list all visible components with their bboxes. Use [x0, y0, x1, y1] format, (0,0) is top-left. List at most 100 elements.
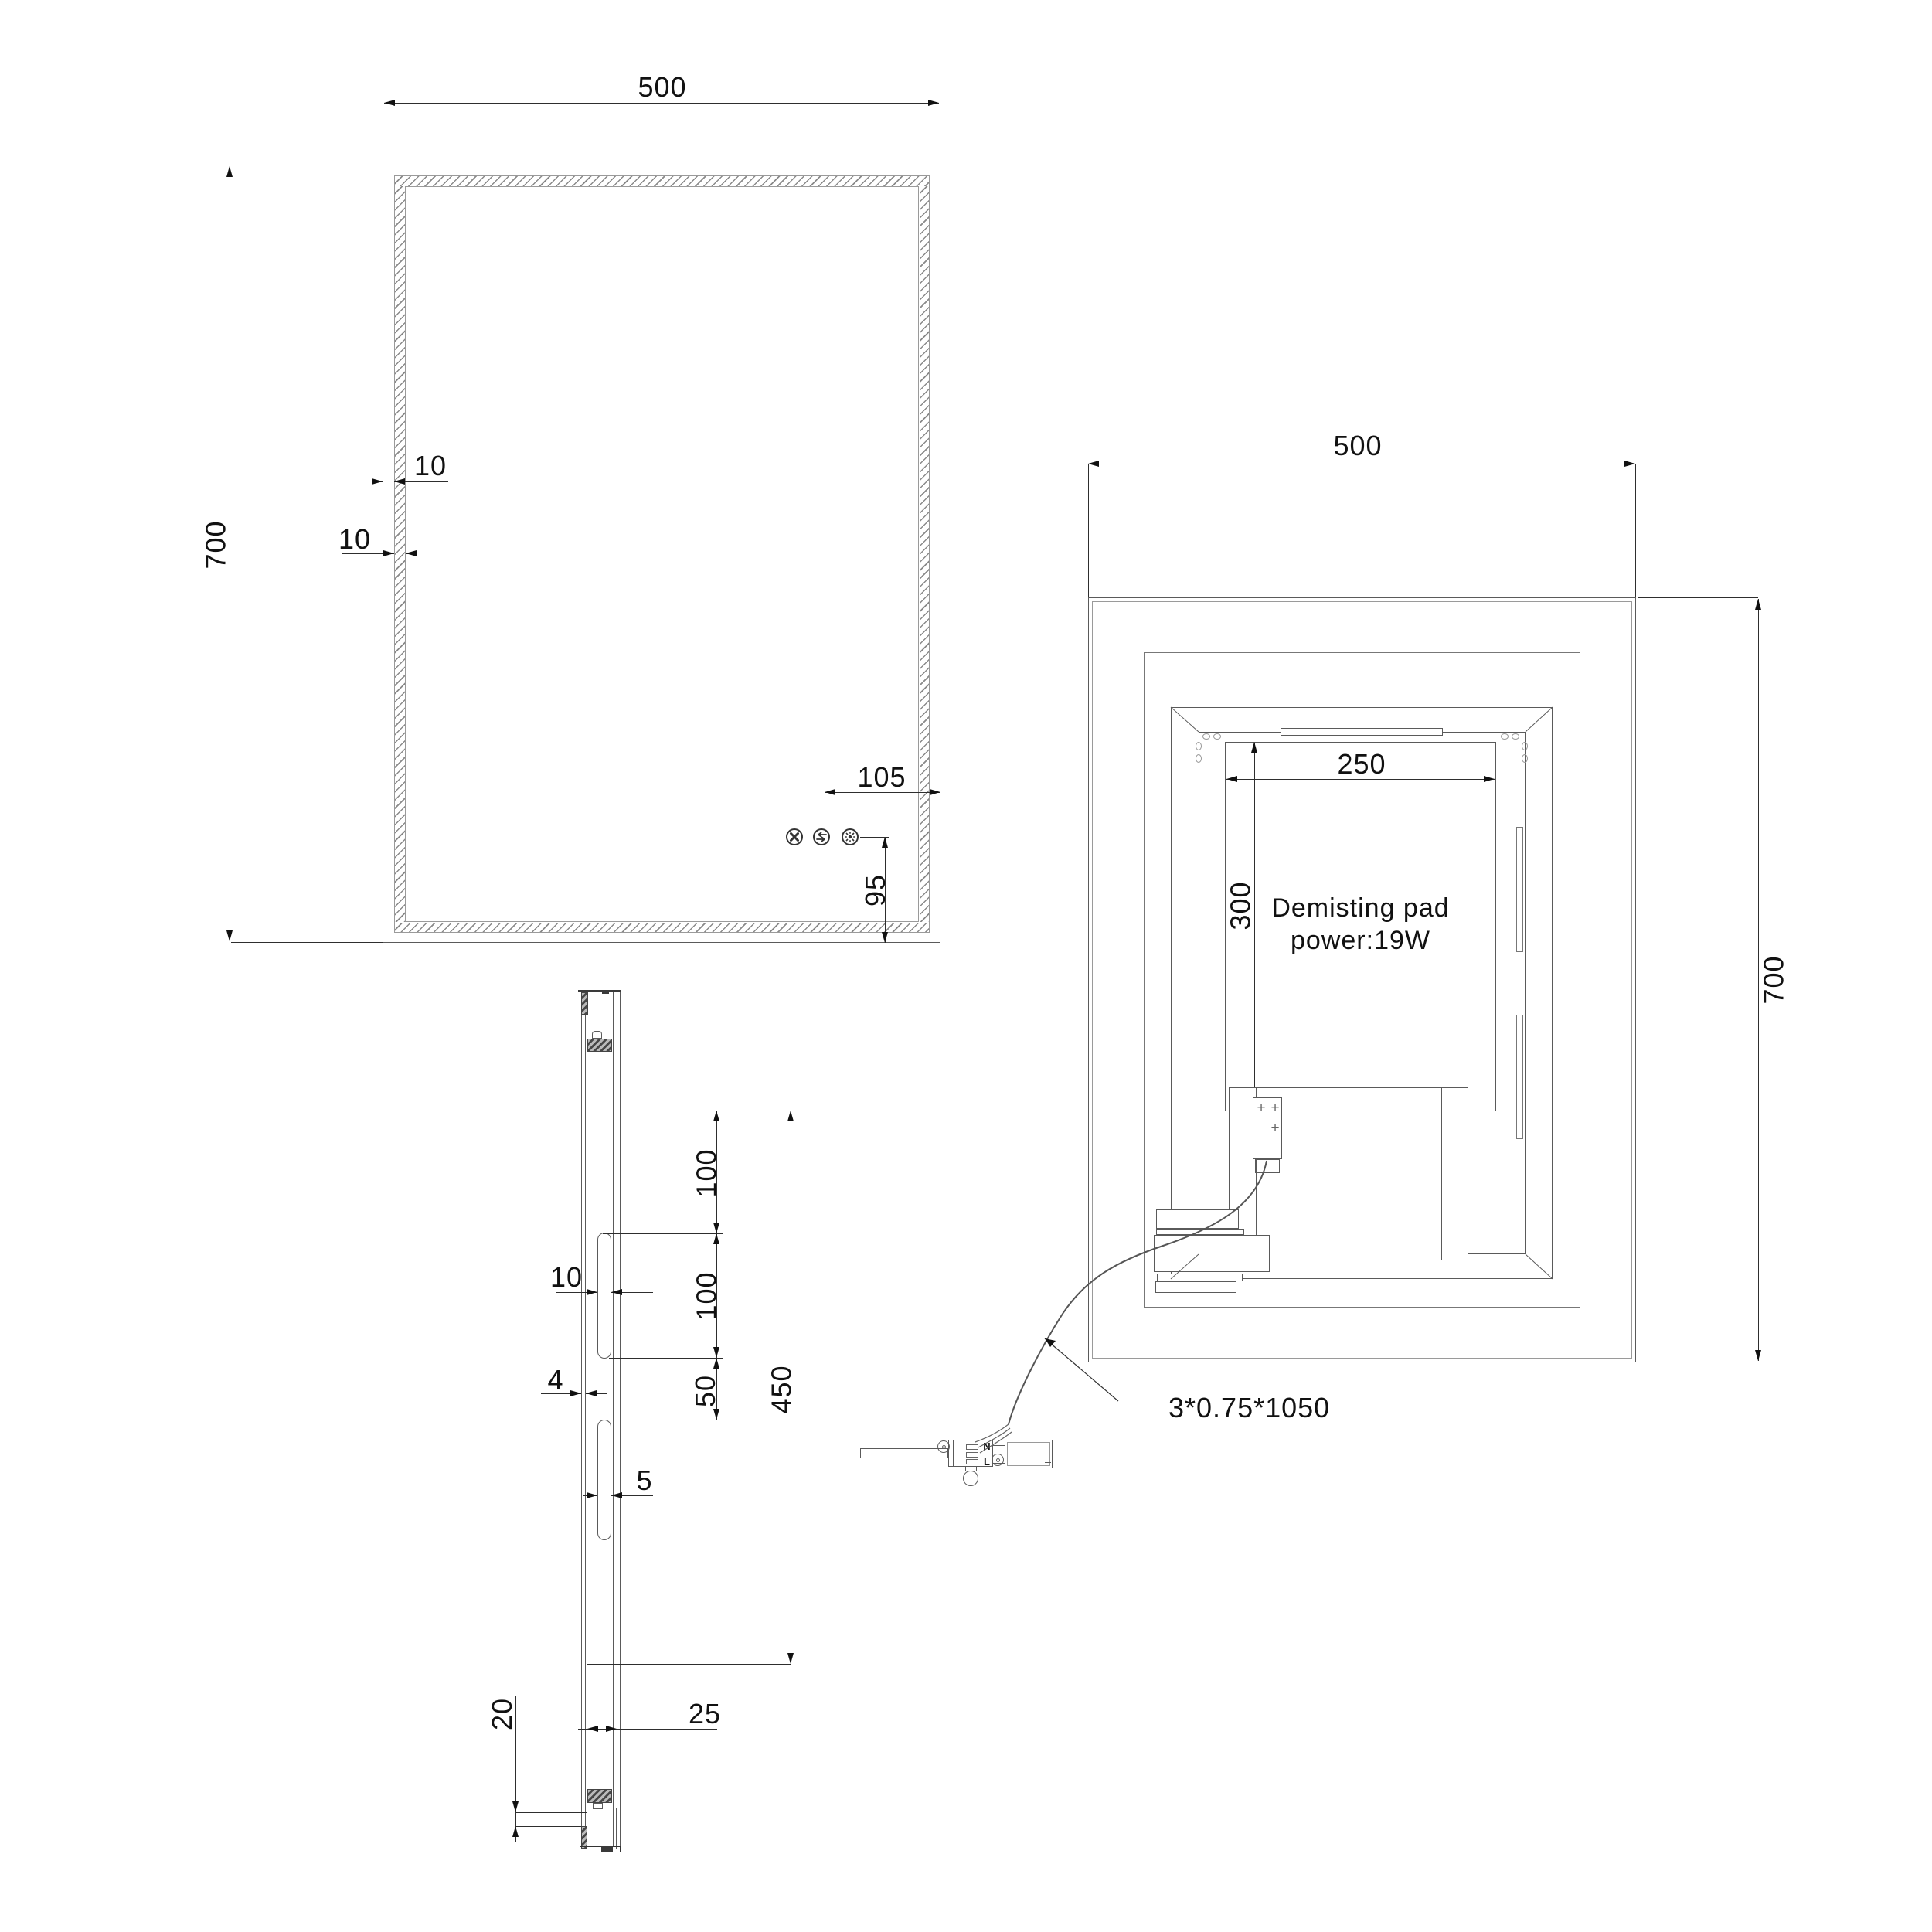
ext-line — [860, 837, 889, 838]
screw-icon — [1196, 754, 1202, 763]
dim-line — [1254, 743, 1255, 1110]
plug-body-inner — [1007, 1442, 1050, 1466]
arrow — [713, 1409, 719, 1420]
arrow — [787, 1653, 794, 1664]
back-dim-pad-width-label: 250 — [1337, 748, 1386, 780]
dim-line — [342, 553, 394, 554]
connector-line — [993, 1445, 1005, 1446]
strain-leg — [965, 1467, 966, 1471]
terminal-inner-line — [953, 1440, 954, 1467]
strain-leg — [976, 1467, 977, 1471]
terminal-slot — [966, 1459, 978, 1464]
side-bottom-block — [587, 1789, 612, 1803]
dim-line — [1226, 779, 1495, 780]
arrow — [372, 478, 383, 485]
connector-line — [993, 1463, 1005, 1464]
back-frame — [1144, 652, 1580, 1308]
arrow — [825, 789, 835, 795]
arrow — [1484, 776, 1495, 782]
side-glass-front-line — [581, 990, 582, 1849]
demisting-pad-label-1: Demisting pad — [1271, 893, 1450, 923]
screw-cross-icon: + — [1270, 1120, 1280, 1136]
ext-line — [587, 1664, 791, 1665]
arrow — [1624, 461, 1635, 467]
ext-line — [515, 1826, 581, 1827]
cable-spec-label: 3*0.75*1050 — [1168, 1392, 1331, 1423]
screw-icon — [1501, 733, 1509, 740]
side-foot-plate — [580, 1846, 621, 1852]
back-cleat-1 — [1156, 1209, 1239, 1229]
screw-cross-icon: + — [1257, 1100, 1266, 1116]
dim-line — [578, 1729, 717, 1730]
dim-line — [1758, 599, 1759, 1361]
front-dim-band-width-label: 10 — [338, 523, 372, 555]
side-foot-dark-block — [601, 1846, 613, 1852]
dim-line — [611, 1495, 653, 1496]
side-keyhole-slot-2 — [597, 1420, 611, 1540]
back-mirror-inner-line — [1092, 601, 1632, 1359]
side-dim-depth-label: 25 — [688, 1698, 722, 1730]
ext-line — [515, 1812, 587, 1813]
arrow — [611, 1289, 622, 1295]
power-toggle-icon — [786, 828, 803, 845]
front-dim-buttons-y-label: 95 — [859, 873, 891, 907]
front-dim-edge-offset-label: 10 — [413, 450, 447, 481]
color-switch-icon — [813, 828, 830, 845]
back-junction-sub-box — [1255, 1159, 1280, 1173]
front-dim-width-label: 500 — [638, 71, 687, 103]
screw-icon — [1202, 733, 1210, 740]
front-band-outer-line — [394, 175, 930, 933]
arrow — [611, 1492, 622, 1498]
arrow — [406, 550, 417, 556]
arrow — [394, 478, 405, 485]
dim-line — [394, 481, 448, 482]
dim-line — [885, 837, 886, 943]
terminal-ear-left-hole — [942, 1445, 946, 1449]
dim-line — [556, 1292, 597, 1293]
side-hook-handle — [592, 1031, 602, 1039]
back-cleat-5 — [1155, 1281, 1236, 1293]
side-dim-450-label: 450 — [765, 1365, 798, 1414]
arrow — [587, 1492, 597, 1498]
arrow — [512, 1801, 519, 1812]
arrow — [512, 1826, 519, 1837]
screw-icon — [1196, 742, 1202, 750]
side-inner-line — [616, 1808, 617, 1849]
arrow — [383, 550, 394, 556]
arrow — [587, 1289, 597, 1295]
side-top-cap — [578, 990, 621, 992]
arrow — [1251, 742, 1257, 753]
arrow — [882, 837, 888, 848]
plug-stem-bar — [860, 1448, 948, 1458]
terminal-slot — [966, 1444, 978, 1450]
back-mirror-outline — [1088, 597, 1636, 1362]
arrow — [226, 166, 233, 177]
screw-icon — [1522, 754, 1528, 763]
front-band-inner-line — [405, 186, 919, 922]
terminal-ear-right-hole — [996, 1458, 1000, 1462]
arrow — [1755, 599, 1761, 610]
front-led-band-left — [395, 186, 405, 922]
back-hanger-plate — [1281, 728, 1443, 736]
back-junction-box — [1253, 1097, 1282, 1159]
screw-icon — [1213, 733, 1221, 740]
dim-line — [825, 792, 940, 793]
side-dim-slot-width-label: 10 — [549, 1261, 583, 1293]
back-led-strip-1 — [1516, 827, 1523, 952]
ext-line — [609, 1358, 723, 1359]
side-hook-block — [587, 1039, 612, 1052]
back-dim-width-label: 500 — [1333, 430, 1383, 461]
front-led-band-top — [395, 176, 929, 186]
front-led-band-right — [920, 186, 930, 922]
ext-line — [1088, 464, 1089, 597]
ext-line — [231, 942, 383, 943]
strain-relief-loop — [963, 1471, 978, 1486]
side-dim-50-label: 50 — [689, 1374, 721, 1408]
arrow — [586, 1390, 597, 1396]
back-cleat-2 — [1156, 1229, 1244, 1235]
ext-line — [1635, 464, 1636, 597]
screw-icon — [1512, 733, 1519, 740]
back-dim-height-label: 700 — [1757, 955, 1790, 1005]
side-dim-slot2-label: 5 — [636, 1464, 653, 1496]
